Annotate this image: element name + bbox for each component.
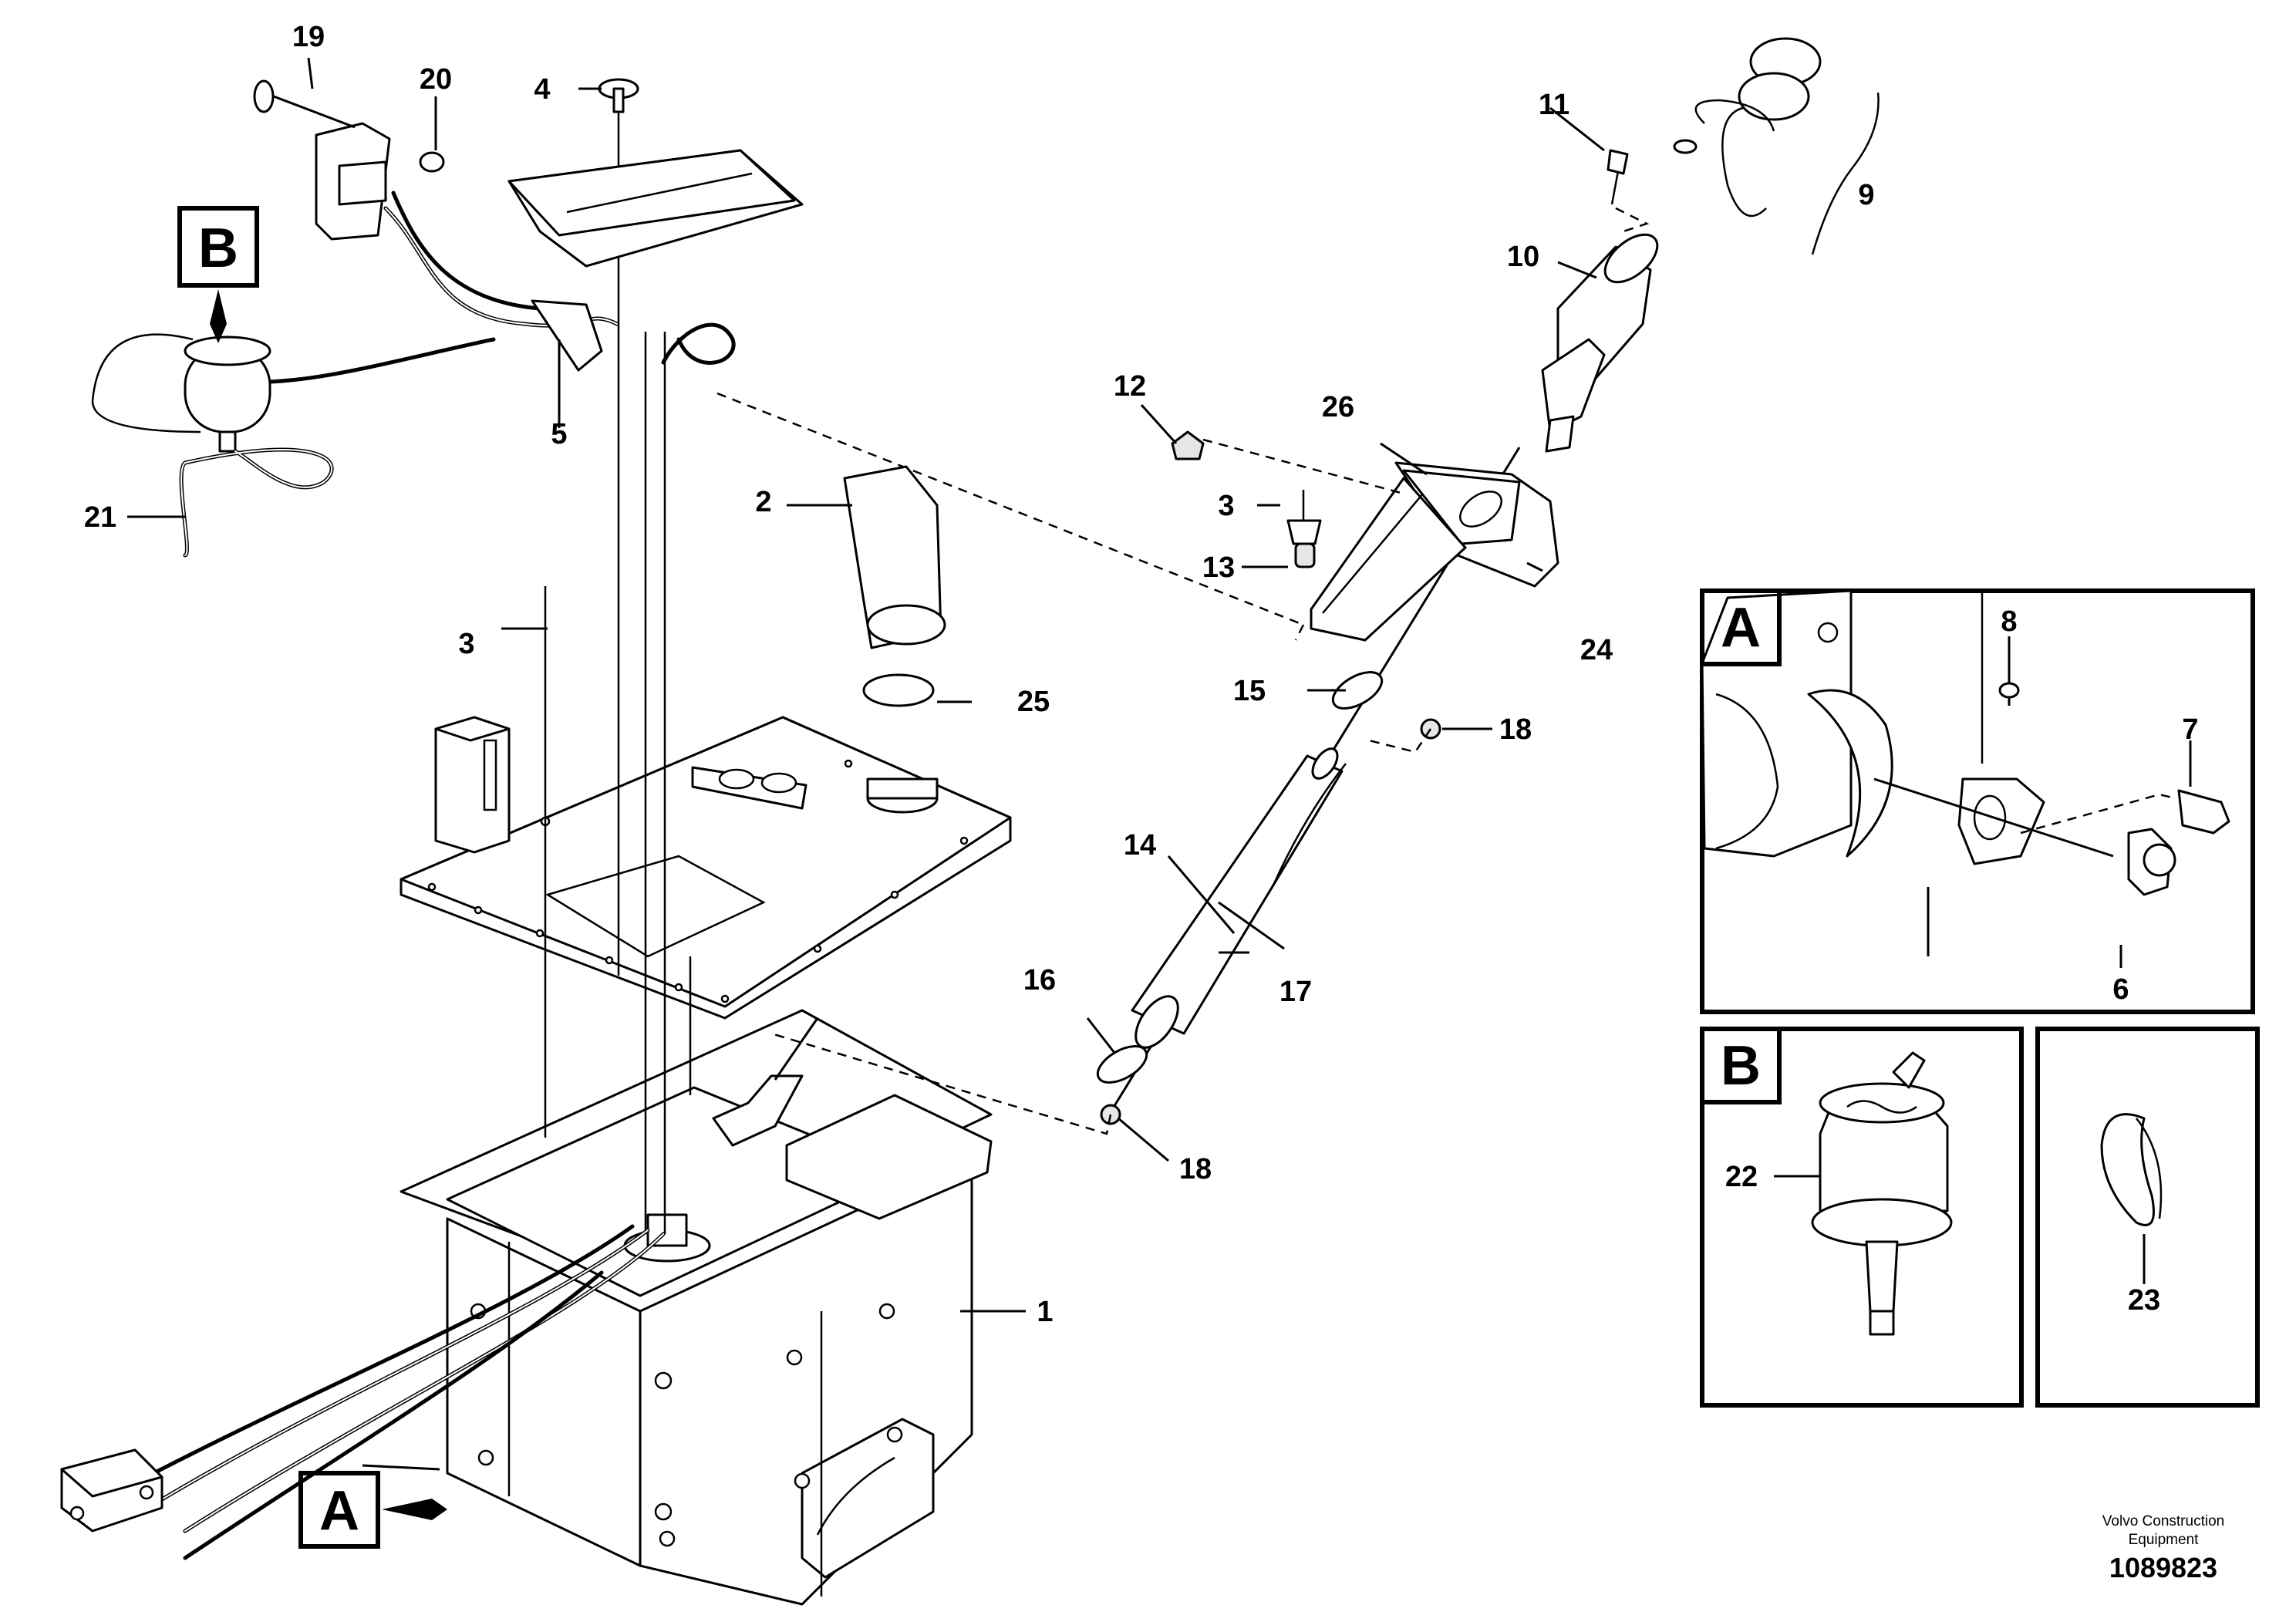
callout-5: 5: [551, 418, 567, 450]
label-a-inset: A: [1721, 597, 1761, 659]
callout-20: 20: [420, 63, 452, 96]
callout-22: 22: [1725, 1161, 1758, 1193]
callout-6: 6: [2112, 973, 2129, 1006]
inset-a: [1700, 588, 2255, 1014]
callout-17: 17: [1279, 976, 1312, 1008]
callout-7: 7: [2182, 713, 2198, 746]
callout-18b: 18: [1179, 1153, 1212, 1185]
publisher-credit: Volvo Construction Equipment 1089823: [2102, 1513, 2224, 1583]
view-label-a-inset: A: [1700, 588, 1782, 666]
label-b-inset: B: [1721, 1035, 1761, 1097]
credit-line-2: Equipment: [2129, 1532, 2200, 1548]
callout-14: 14: [1124, 829, 1156, 862]
view-label-b-inset: B: [1700, 1027, 1782, 1104]
callout-21: 21: [84, 501, 116, 534]
view-label-a-main: A: [298, 1471, 447, 1549]
filler-cap: [1541, 37, 1822, 453]
wiring-harness: [60, 1224, 666, 1560]
callout-3a: 3: [458, 628, 474, 660]
tube-bracket: [716, 392, 1559, 642]
callout-12: 12: [1114, 370, 1146, 403]
callout-3b: 3: [1218, 490, 1234, 522]
inset-b: [1700, 1027, 2024, 1408]
label-a-main: A: [319, 1480, 359, 1542]
callout-19: 19: [292, 21, 325, 53]
callout-10: 10: [1507, 241, 1539, 273]
document-number: 1089823: [2109, 1552, 2217, 1583]
pump-assembly: [91, 79, 736, 558]
credit-line-1: Volvo Construction: [2102, 1513, 2224, 1529]
callout-15: 15: [1233, 675, 1266, 707]
callout-25: 25: [1017, 686, 1050, 718]
callout-numbers: 19 20 4 5 21 2 3 25 1 11 9 10 12 26 3 13…: [84, 21, 2199, 1328]
top-cover: [507, 78, 946, 814]
view-label-b-main: B: [177, 206, 259, 343]
callout-1: 1: [1037, 1296, 1053, 1328]
filler-tube: [770, 447, 1521, 1135]
callout-11: 11: [1539, 89, 1569, 121]
callout-16: 16: [1023, 964, 1056, 996]
callout-9: 9: [1858, 179, 1874, 211]
callout-18a: 18: [1499, 713, 1532, 746]
label-b-main: B: [198, 218, 238, 279]
assembly-lines: [544, 112, 692, 1234]
washer-tank: [400, 1009, 993, 1606]
inset-clamp: [2035, 1027, 2260, 1408]
mounting-plate: [400, 716, 1012, 1020]
callout-24: 24: [1580, 634, 1613, 666]
callout-8: 8: [2001, 605, 2017, 638]
callout-2: 2: [755, 486, 771, 518]
leader-lines: [127, 57, 2192, 1471]
callout-23: 23: [2128, 1284, 2160, 1317]
callout-4: 4: [534, 73, 550, 106]
callout-26: 26: [1322, 391, 1354, 423]
callout-13: 13: [1202, 551, 1235, 584]
